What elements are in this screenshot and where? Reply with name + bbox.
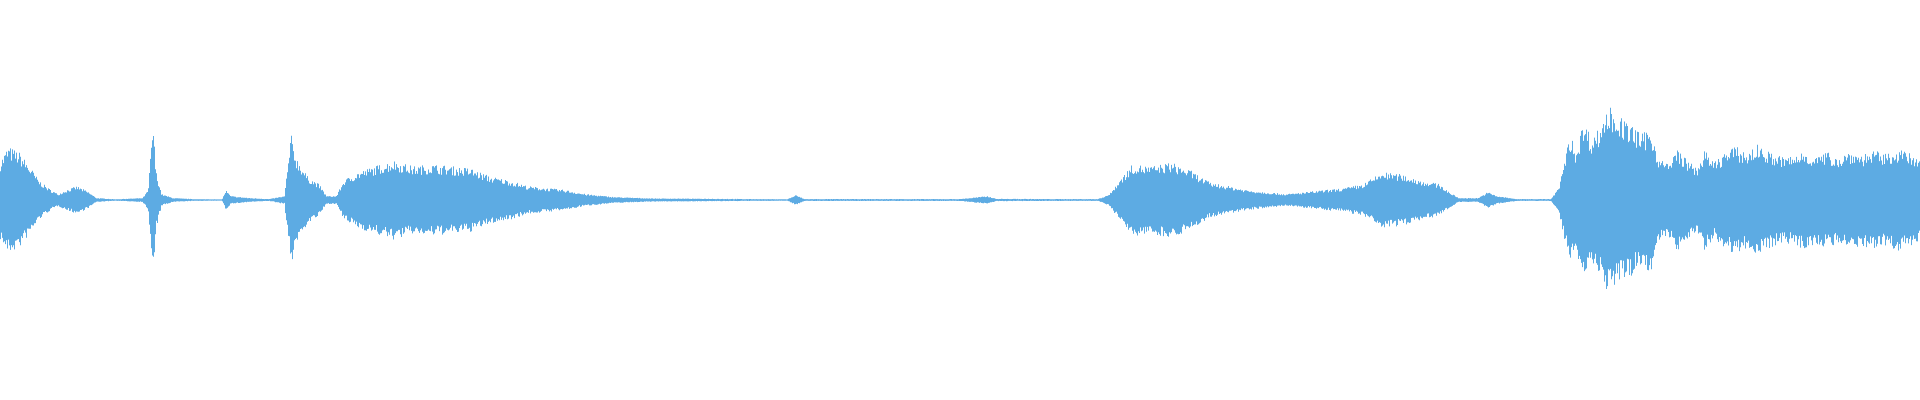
waveform-samples [0, 107, 1920, 289]
waveform-path [0, 107, 1920, 289]
